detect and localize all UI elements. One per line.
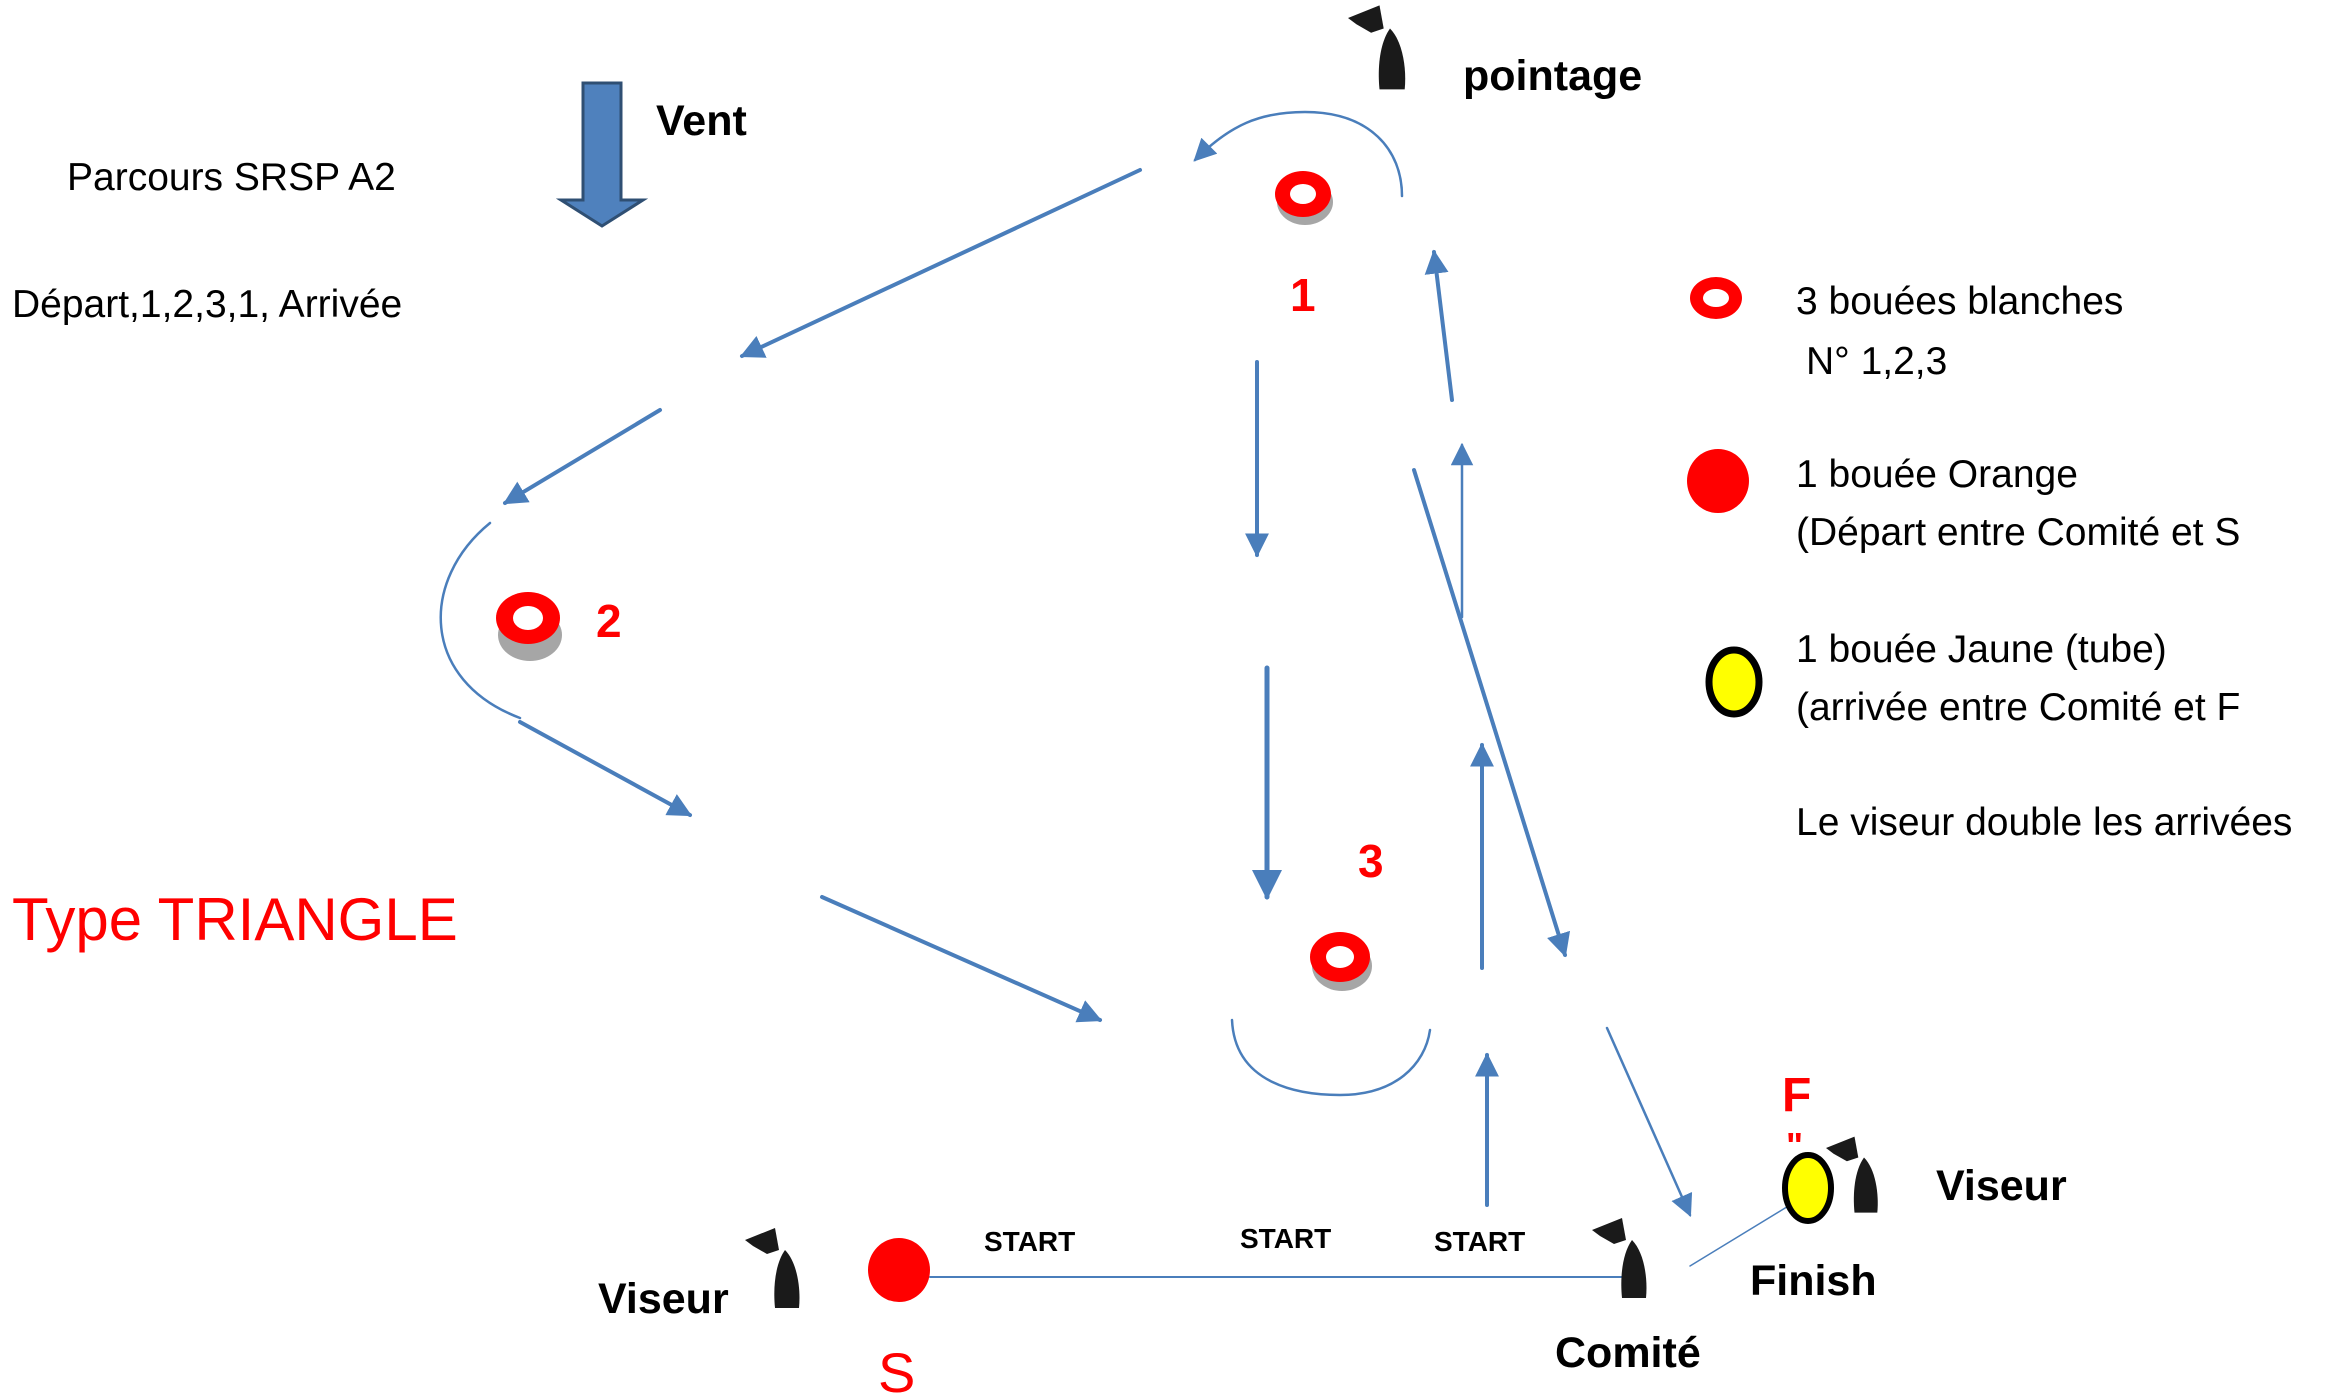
leg-arrow [739,168,1142,358]
pointage-label: pointage [1463,52,1643,100]
finish-label: Finish [1750,1257,1877,1305]
mark-3-buoy [1310,932,1372,991]
leg-arrow [502,408,662,505]
course-arrows [439,110,1791,1278]
finish-buoy-quote: " [1786,1125,1804,1166]
mark-2-buoy [496,592,562,661]
start-buoy-s [868,1238,930,1302]
boat-icon-viseur-left [745,1228,800,1308]
leg-arrow [518,720,693,817]
mark2-rounding-arc [439,521,522,720]
viseur-right-label: Viseur [1936,1162,2067,1210]
legend-orange-buoy-icon [1687,449,1749,513]
start-buoy-label: S [878,1341,916,1393]
legend-white-buoys: 3 bouées blanches [1796,280,2124,323]
boat-icon-pointage [1348,5,1406,90]
comite-label: Comité [1555,1329,1701,1377]
legend-yellow-buoy-detail: (arrivée entre Comité et F [1796,686,2241,729]
legend-orange-buoy: 1 bouée Orange [1796,453,2078,496]
wind-arrow [555,81,649,228]
leg-arrow [1424,249,1454,402]
legend-viseur-note: Le viseur double les arrivées [1796,801,2293,844]
legend-yellow-buoy: 1 bouée Jaune (tube) [1796,628,2167,671]
legend-white-buoys-numbers: N° 1,2,3 [1806,340,1948,383]
mark1-rounding-arc [1193,110,1404,198]
course-sequence: Départ,1,2,3,1, Arrivée [12,283,403,326]
legend-orange-buoy-detail: (Départ entre Comité et S [1796,511,2241,554]
start-label: START [1240,1223,1332,1254]
course-title: Parcours SRSP A2 [67,156,396,199]
mark-3-number: 3 [1358,835,1384,887]
leg-arrow [1605,1026,1693,1218]
mark-1-number: 1 [1290,269,1316,321]
finish-line [1689,1204,1791,1267]
finish-buoy-label: F [1782,1069,1812,1122]
mark3-rounding-arc [1230,1018,1432,1097]
wind-label: Vent [656,97,747,145]
leg-arrow [820,895,1103,1023]
viseur-left-label: Viseur [598,1275,729,1323]
finish-buoy-f [1782,1152,1834,1224]
mark-1-buoy [1275,171,1333,225]
leg-arrow [1412,468,1571,958]
legend-white-buoy-icon-center [1703,289,1729,307]
mark-2-number: 2 [596,595,622,647]
boat-icon-viseur-right [1826,1136,1878,1213]
legend-yellow-buoy-icon [1705,646,1763,718]
start-label: START [984,1226,1076,1257]
course-type: Type TRIANGLE [12,886,458,953]
start-label: START [1434,1226,1526,1257]
boat-icon-comite [1592,1218,1647,1298]
